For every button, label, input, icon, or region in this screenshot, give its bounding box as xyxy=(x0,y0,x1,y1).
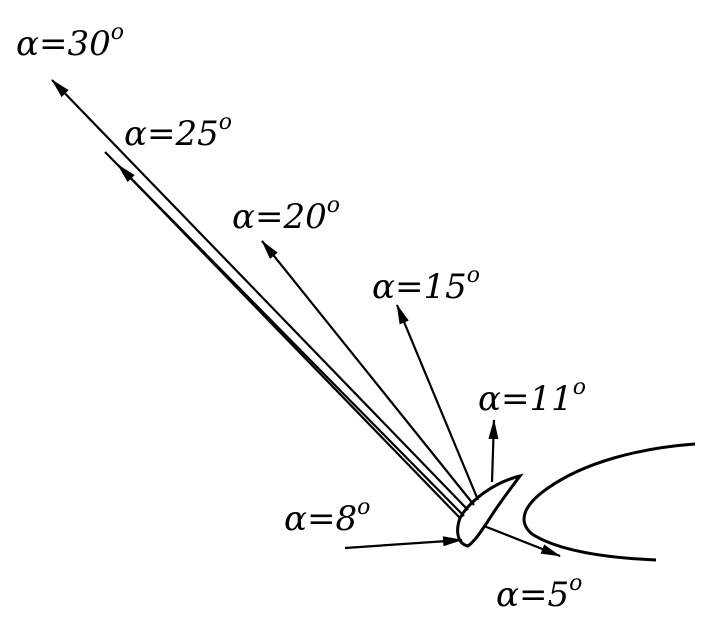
vector-alpha-25-arrow xyxy=(117,164,461,519)
main-wing-body xyxy=(522,442,696,562)
label-alpha-5: α=5o xyxy=(496,571,582,615)
label-alpha-15: α=15o xyxy=(372,263,480,307)
vector-alpha-30-arrow xyxy=(51,79,469,511)
vector-alpha-11-arrow xyxy=(488,419,499,483)
label-alpha-8: α=8o xyxy=(284,495,370,539)
slat-element xyxy=(456,473,524,548)
label-alpha-25: α=25o xyxy=(124,110,232,154)
label-alpha-11: α=11o xyxy=(478,375,586,419)
vector-alpha-8-arrow xyxy=(344,536,463,550)
vector-alpha-15-arrow xyxy=(395,304,480,501)
label-alpha-30: α=30o xyxy=(16,20,124,64)
label-alpha-20: α=20o xyxy=(232,193,340,237)
vector-alpha-5-arrow xyxy=(483,524,561,558)
vector-alpha-20-arrow xyxy=(261,240,475,506)
